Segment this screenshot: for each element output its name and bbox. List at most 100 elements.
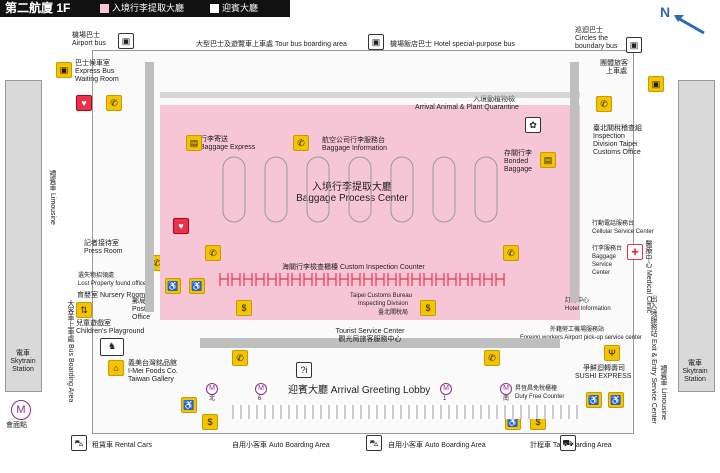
inspection-counter xyxy=(339,273,349,286)
limousine-right-label: 禮賓車 Limousine xyxy=(660,365,667,420)
toilet-icon: ♿ xyxy=(189,278,205,294)
currency-icon: $ xyxy=(202,414,218,430)
auto-boarding-lanes xyxy=(232,405,582,419)
baggage-information: 航空公司行李服務台 Baggage Information xyxy=(322,137,387,152)
legend-swatch-pink xyxy=(100,4,109,13)
hotel-bus-label: 機場飯店巴士 Hotel special-purpose bus xyxy=(390,41,515,48)
inspection-counter xyxy=(459,273,469,286)
press-room: 記者接待室 Press Room xyxy=(84,240,123,255)
legend-label-baggage: 入境行李提取大廳 xyxy=(112,3,185,13)
carousel-2 xyxy=(264,156,288,223)
aed-icon: ♥ xyxy=(76,95,92,111)
inspection-counter xyxy=(255,273,265,286)
cellular-service: 行動電話服務台 Cellular Service Center xyxy=(592,221,654,235)
meet-marker-south: 南 xyxy=(503,396,510,402)
car-icon: ⛍ xyxy=(366,435,382,451)
quarantine-icon: ✿ xyxy=(525,117,541,133)
car-icon: ⛍ xyxy=(71,435,87,451)
toilet-icon: ♿ xyxy=(608,392,624,408)
compass: N xyxy=(660,5,710,40)
bus-icon: ▣ xyxy=(648,76,664,92)
toilet-icon: ♿ xyxy=(586,392,602,408)
childrens-playground: 兒童遊戲室 Children's Playground xyxy=(76,320,145,335)
first-aid-icon: ✚ xyxy=(627,244,643,260)
baggage-hall xyxy=(160,105,580,320)
inspection-counter xyxy=(243,273,253,286)
inspection-counter xyxy=(351,273,361,286)
tourist-service-label: Tourist Service Center 觀光局旅客服務中心 xyxy=(335,328,405,343)
walkway-arrow-top xyxy=(160,92,580,98)
walkway-arrow-left xyxy=(145,62,154,312)
toilet-icon: ♿ xyxy=(165,278,181,294)
currency-icon: $ xyxy=(236,300,252,316)
currency-icon: $ xyxy=(420,300,436,316)
playground-icon: ♞ xyxy=(100,338,124,356)
inspection-counter xyxy=(423,273,433,286)
carousel-3 xyxy=(306,156,330,223)
baggage-express: 行李寄送 Baggage Express xyxy=(200,136,256,151)
meeting-point-legend: 會面點 xyxy=(6,422,27,429)
circles-bus-label: 巡迴巴士 Circles the boundary bus xyxy=(575,27,618,50)
inspection-counter xyxy=(435,273,445,286)
inspection-counter xyxy=(483,273,493,286)
carousel-6 xyxy=(432,156,456,223)
bus-icon: ▣ xyxy=(118,33,134,49)
meet-marker-1: 1 xyxy=(443,396,447,402)
medical-clinic-label: 醫療中心 Medical Clinic xyxy=(645,240,652,314)
rental-cars-label: 租賃車 Rental Cars xyxy=(92,442,152,449)
inspection-counter xyxy=(315,273,325,286)
shopping-icon: ⌂ xyxy=(108,360,124,376)
phone-icon: ✆ xyxy=(503,245,519,261)
phone-icon: ✆ xyxy=(106,95,122,111)
meeting-point-icon: M xyxy=(255,383,267,395)
skytrain-left-building xyxy=(5,80,42,392)
legend-label-greeting: 迎賓大廳 xyxy=(222,3,259,13)
toilet-icon: ♿ xyxy=(181,397,197,413)
inspection-counter xyxy=(279,273,289,286)
tour-bus-label: 大型巴士及遊覽車上車處 Tour bus boarding area xyxy=(196,41,347,48)
skytrain-left-label: 電車 Skytrain Station xyxy=(10,350,36,373)
inspection-counter xyxy=(327,273,337,286)
inspection-division: 臺北關稅稽查組 Inspection Division Taipei Custo… xyxy=(593,125,642,156)
bus-icon: ▣ xyxy=(56,62,72,78)
taipei-customs: Taipei Customs Bureau Inspecting Divisio… xyxy=(350,293,413,307)
bus-waiting-room: 巴士候車室 Express Bus Waiting Room xyxy=(75,60,119,83)
exit-entry-label: 出入境服務站 Exit & Entry Service Center xyxy=(650,295,657,424)
nursery-label: 育嬰室 Nursery Room xyxy=(77,292,146,299)
carousel-4 xyxy=(348,156,372,223)
carousels xyxy=(222,156,498,223)
tourist-service-walkway xyxy=(200,338,560,348)
restaurant-icon: Ψ xyxy=(604,345,620,361)
meeting-point-icon: M xyxy=(11,400,31,420)
post-office: 郵局 Post Office xyxy=(132,298,151,321)
information-icon: ?i xyxy=(296,362,312,378)
map-header: 第二航廈 1F 入境行李提取大廳 迎賓大廳 xyxy=(0,0,290,17)
luggage-icon: ▤ xyxy=(186,135,202,151)
carousel-5 xyxy=(390,156,414,223)
meet-marker-6: 6 xyxy=(258,396,262,402)
phone-icon: ✆ xyxy=(293,135,309,151)
meeting-point-icon: M xyxy=(500,383,512,395)
bonded-baggage: 存關行李 Bonded Baggage xyxy=(504,150,533,173)
aed-icon: ♥ xyxy=(173,218,189,234)
carousel-7 xyxy=(474,156,498,223)
bus-icon: ▣ xyxy=(368,34,384,50)
inspection-counter xyxy=(387,273,397,286)
imei-gallery: 義美台灣銘品館 I-Mei Foods Co. Taiwan Gallery xyxy=(128,360,178,383)
inspection-counter xyxy=(231,273,241,286)
inspection-counter xyxy=(399,273,409,286)
baggage-center-label: 入境行李提取大廳 Baggage Process Center xyxy=(296,182,408,204)
airport-bus-label: 機場巴士 Airport bus xyxy=(72,32,106,47)
inspection-counter xyxy=(267,273,277,286)
bus-icon: ▣ xyxy=(626,37,642,53)
inspection-counter xyxy=(303,273,313,286)
map-title: 第二航廈 1F xyxy=(5,1,71,15)
phone-icon: ✆ xyxy=(205,245,221,261)
bus-boarding-area-label: 大客車上車處 Bus Boarding Area xyxy=(67,300,74,403)
arrival-greeting-label: 迎賓大廳 Arrival Greeting Lobby xyxy=(288,385,431,396)
meeting-point-icon: M xyxy=(440,383,452,395)
phone-icon: ✆ xyxy=(232,350,248,366)
inspection-counter xyxy=(363,273,373,286)
legend-swatch-white xyxy=(210,4,219,13)
auto-boarding-label-1: 自用小客車 Auto Boarding Area xyxy=(232,442,330,449)
